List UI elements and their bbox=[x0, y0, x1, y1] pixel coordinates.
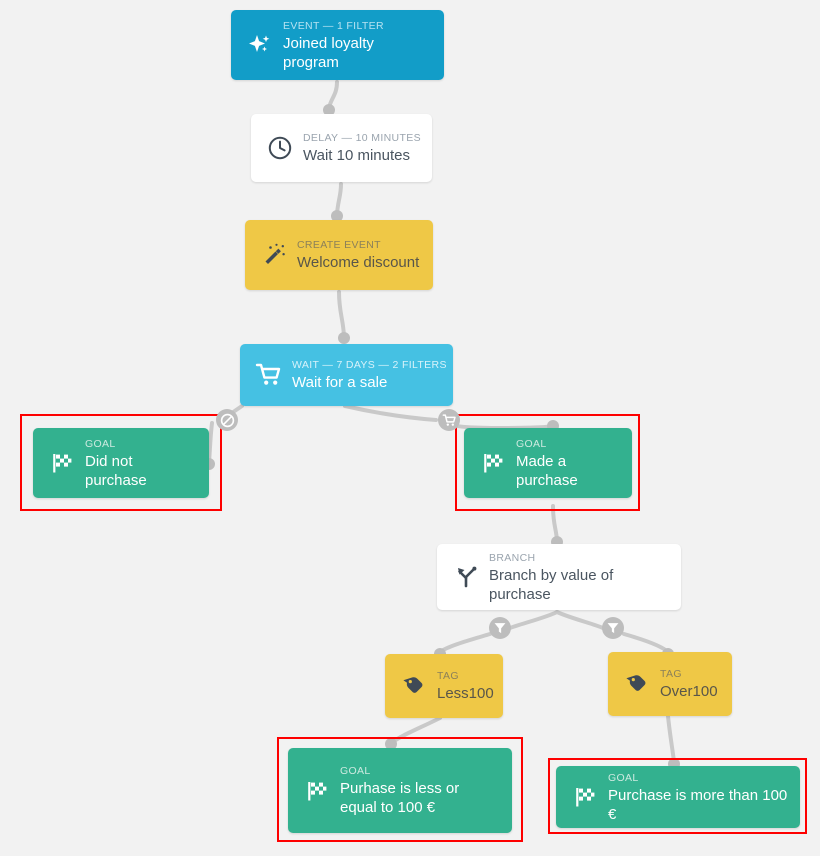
node-wait-for-sale[interactable]: WAIT — 7 DAYS — 2 FILTERS Wait for a sal… bbox=[240, 344, 453, 406]
node-title: Welcome discount bbox=[297, 254, 420, 271]
node-delay[interactable]: DELAY — 10 MINUTES Wait 10 minutes bbox=[251, 114, 432, 182]
node-title: Less100 bbox=[437, 685, 494, 702]
node-title: Made a purchase bbox=[516, 452, 578, 489]
node-kicker: GOAL bbox=[340, 765, 371, 777]
badge-no-entry[interactable] bbox=[216, 409, 238, 431]
node-kicker: TAG bbox=[437, 670, 459, 682]
dot-wait-top bbox=[338, 332, 350, 344]
edge-filter-left-to-tag bbox=[438, 632, 492, 654]
node-goal-did-not-purchase[interactable]: GOAL Did not purchase bbox=[33, 428, 209, 498]
node-branch[interactable]: BRANCH Branch by value of purchase bbox=[437, 544, 681, 610]
branch-fork-icon bbox=[449, 560, 483, 594]
node-goal-made-a-purchase[interactable]: GOAL Made a purchase bbox=[464, 428, 632, 498]
node-kicker: WAIT — 7 DAYS — 2 FILTERS bbox=[292, 359, 447, 371]
edge-wait-to-goal-right bbox=[343, 404, 438, 422]
no-entry-icon bbox=[220, 413, 234, 427]
node-tag-over100[interactable]: TAG Over100 bbox=[608, 652, 732, 716]
node-kicker: TAG bbox=[660, 668, 682, 680]
price-tag-icon bbox=[620, 667, 654, 701]
badge-filter-right[interactable] bbox=[602, 617, 624, 639]
checkered-flag-icon bbox=[568, 780, 602, 814]
edge-branch-to-filter-left bbox=[508, 610, 559, 630]
edge-tag-over-to-goal bbox=[666, 714, 676, 764]
node-tag-less100[interactable]: TAG Less100 bbox=[385, 654, 503, 718]
node-kicker: EVENT — 1 FILTER bbox=[283, 19, 384, 32]
node-kicker: GOAL bbox=[85, 437, 116, 450]
edge-event-to-delay bbox=[327, 80, 339, 110]
node-create-event[interactable]: CREATE EVENT Welcome discount bbox=[245, 220, 433, 290]
node-goal-more-than[interactable]: GOAL Purchase is more than 100 € bbox=[556, 766, 800, 828]
funnel-filter-icon bbox=[607, 623, 619, 634]
node-title: Wait 10 minutes bbox=[303, 147, 410, 164]
node-kicker: CREATE EVENT bbox=[297, 239, 381, 251]
node-title: Joined loyalty program bbox=[283, 34, 374, 71]
checkered-flag-icon bbox=[45, 446, 79, 480]
node-title: Branch by value of purchase bbox=[489, 566, 614, 603]
edge-filter-right-to-tag bbox=[622, 632, 670, 654]
highlight-goal-more-than bbox=[548, 758, 807, 834]
checkered-flag-icon bbox=[476, 446, 510, 480]
badge-cart[interactable] bbox=[438, 409, 460, 431]
shopping-cart-icon bbox=[442, 413, 456, 426]
node-title: Purchase is more than 100 € bbox=[608, 786, 788, 823]
edge-goal-to-branch bbox=[551, 504, 559, 542]
highlight-goal-made-purchase bbox=[455, 414, 640, 511]
sparkles-icon bbox=[243, 28, 277, 62]
node-goal-less-or-equal[interactable]: GOAL Purhase is less or equal to 100 € bbox=[288, 748, 512, 833]
edge-delay-to-create bbox=[335, 182, 343, 216]
node-kicker: GOAL bbox=[608, 771, 639, 784]
highlight-goal-less-equal bbox=[277, 737, 523, 842]
node-kicker: BRANCH bbox=[489, 551, 536, 564]
node-title: Over100 bbox=[660, 683, 718, 700]
funnel-filter-icon bbox=[494, 623, 506, 634]
badge-filter-left[interactable] bbox=[489, 617, 511, 639]
highlight-goal-not-purchase bbox=[20, 414, 222, 511]
clock-icon bbox=[263, 131, 297, 165]
node-title: Wait for a sale bbox=[292, 374, 388, 391]
price-tag-icon bbox=[397, 669, 431, 703]
shopping-cart-icon bbox=[252, 358, 286, 392]
node-title: Purhase is less or equal to 100 € bbox=[340, 780, 460, 816]
node-kicker: DELAY — 10 MINUTES bbox=[303, 132, 421, 144]
node-kicker: GOAL bbox=[516, 437, 547, 450]
edge-branch-to-filter-right bbox=[555, 610, 605, 630]
edge-create-to-wait bbox=[337, 290, 346, 338]
checkered-flag-icon bbox=[300, 774, 334, 808]
node-title: Did not purchase bbox=[85, 452, 147, 489]
magic-wand-icon bbox=[257, 238, 291, 272]
node-event[interactable]: EVENT — 1 FILTER Joined loyalty program bbox=[231, 10, 444, 80]
